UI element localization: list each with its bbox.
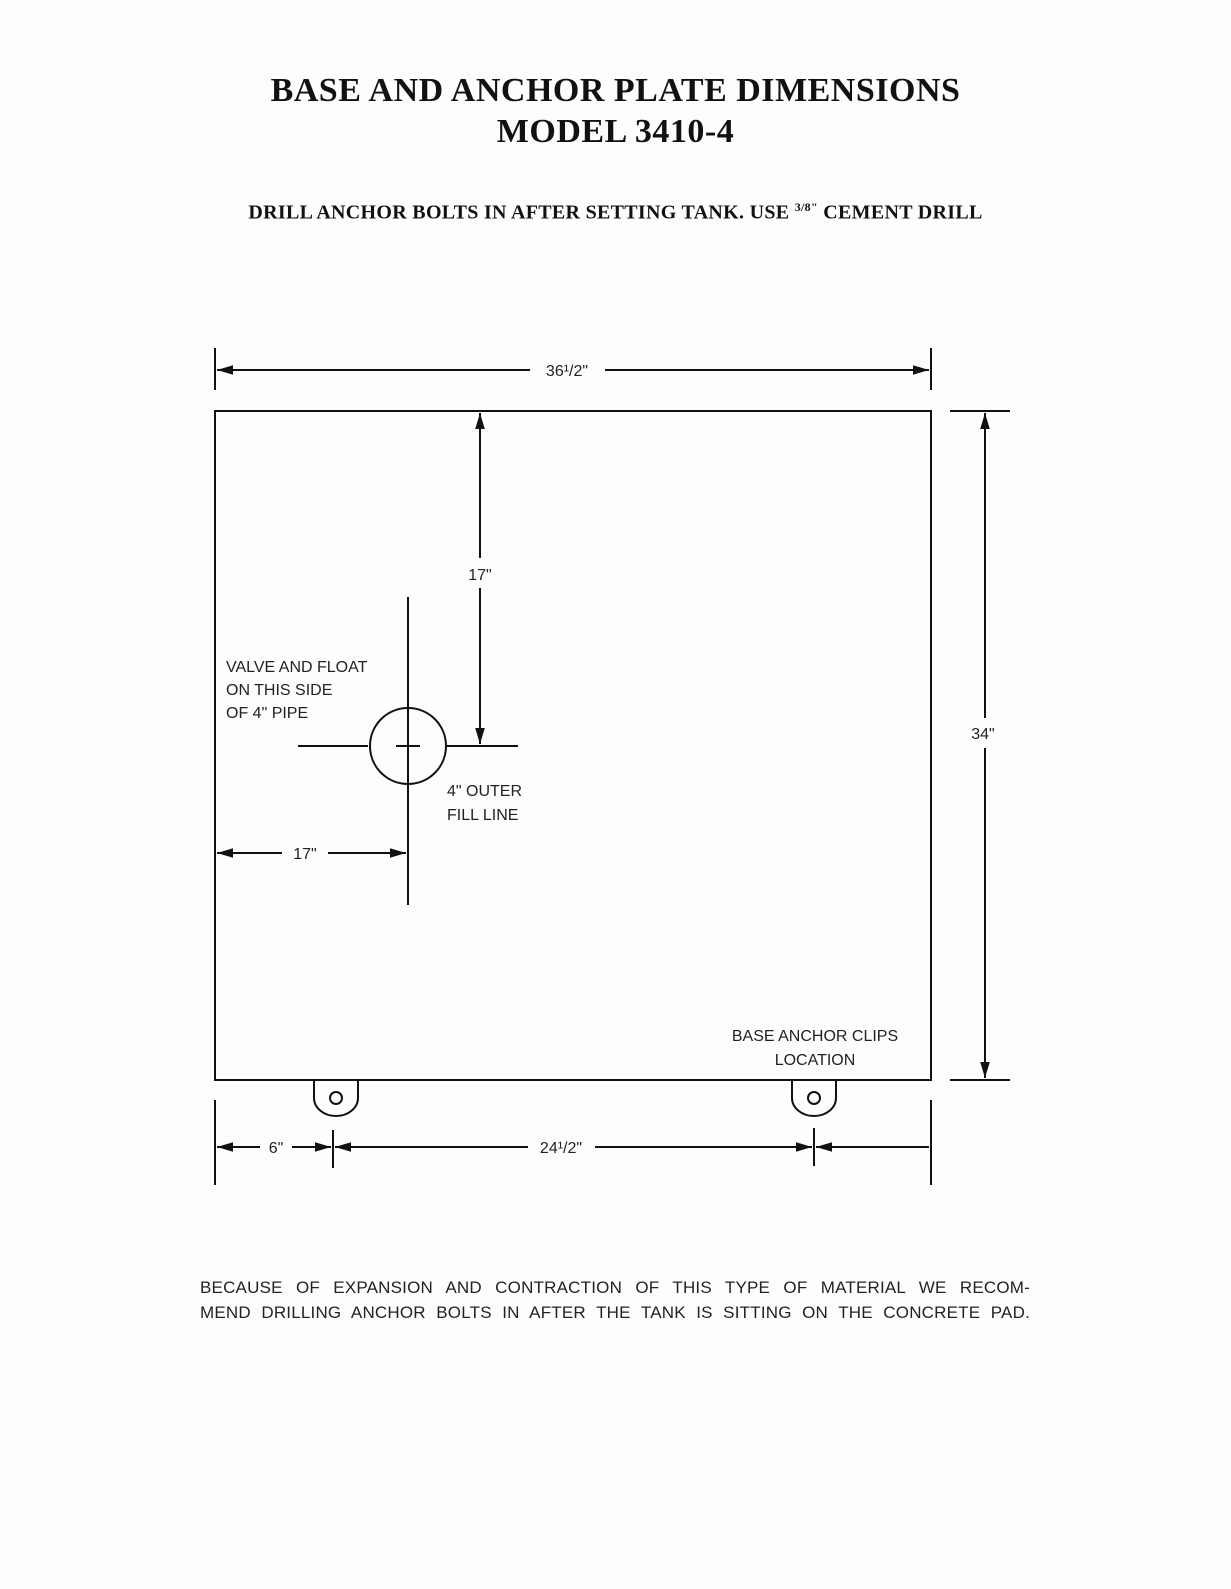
fill-line-label-line1: 4" OUTER [447,783,522,800]
anchor-clip-right [791,1080,837,1117]
anchor-clip-left-hole [329,1091,343,1105]
pipe-top-dimension-label: 17" [468,567,491,584]
anchor-clip-left [313,1080,359,1117]
footer-line-1: BECAUSE OF EXPANSION AND CONTRACTION OF … [200,1278,1030,1297]
valve-note-line3: OF 4" PIPE [226,705,308,722]
clip-offset-label: 6" [269,1140,284,1157]
width-dimension-label: 36¹/2" [546,363,588,380]
fill-line-label-line2: FILL LINE [447,807,518,824]
anchor-clips-label-line1: BASE ANCHOR CLIPS [732,1028,898,1045]
fill-pipe-circle [369,707,447,785]
model-number: MODEL 3410-4 [496,113,735,150]
instruction-text-end: CEMENT DRILL [817,201,983,224]
anchor-clips-label-line2: LOCATION [775,1052,856,1069]
page-title: BASE AND ANCHOR PLATE DIMENSIONS [270,72,961,109]
tank-base-outline [214,410,932,1081]
instruction-text: DRILL ANCHOR BOLTS IN AFTER SETTING TANK… [248,201,795,224]
valve-note-line2: ON THIS SIDE [226,682,332,699]
drill-instruction: DRILL ANCHOR BOLTS IN AFTER SETTING TANK… [0,200,1231,225]
height-dimension-label: 34" [971,726,994,743]
drill-size: 3/8" [794,200,818,214]
clip-spacing-label: 24¹/2" [540,1140,582,1157]
footer-note: BECAUSE OF EXPANSION AND CONTRACTION OF … [200,1275,1030,1325]
valve-note-line1: VALVE AND FLOAT [226,659,368,676]
anchor-clip-right-hole [807,1091,821,1105]
footer-line-2: MEND DRILLING ANCHOR BOLTS IN AFTER THE … [200,1303,1030,1322]
pipe-left-dimension-label: 17" [293,846,316,863]
